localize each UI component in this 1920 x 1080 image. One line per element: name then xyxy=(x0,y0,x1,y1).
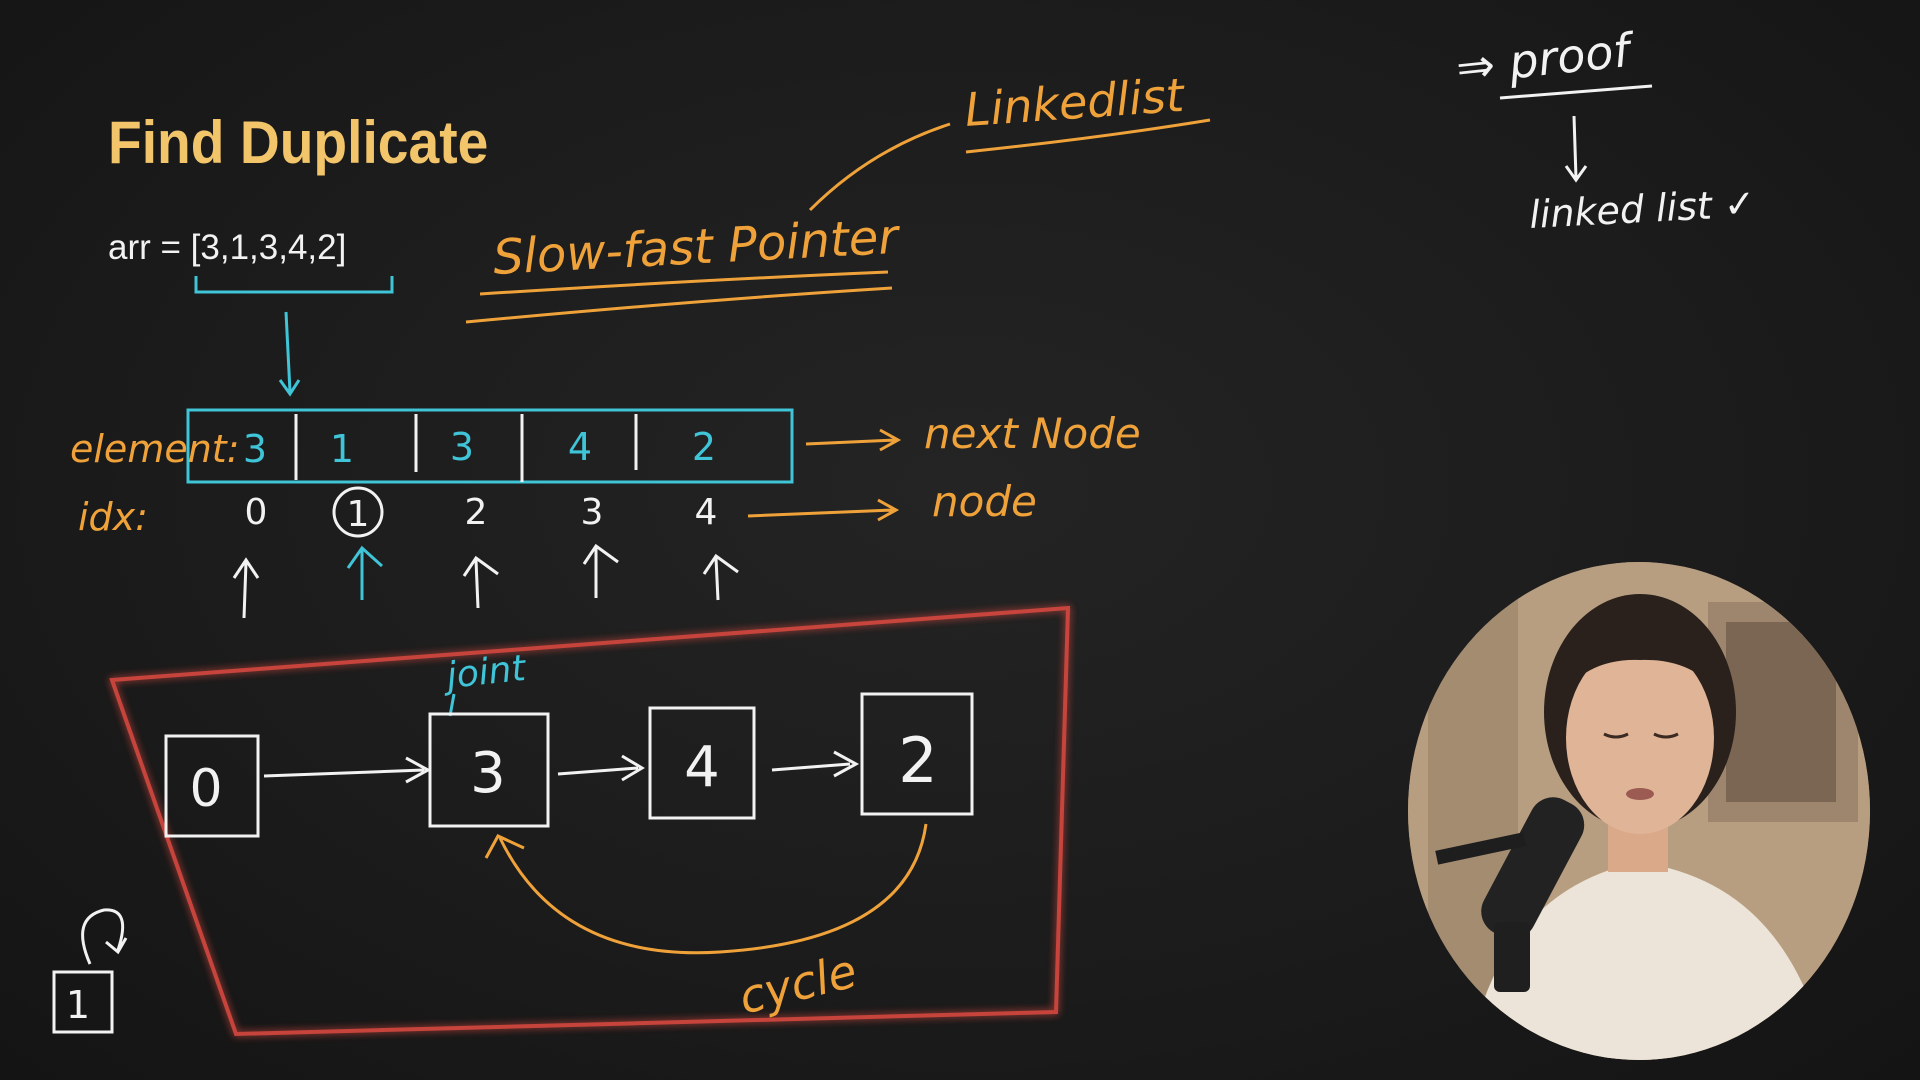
graph-node-label: 4 xyxy=(684,735,720,800)
edge-arrow xyxy=(771,750,860,778)
presenter-webcam xyxy=(1408,562,1870,1060)
cycle-edge xyxy=(484,823,928,955)
slow-fast-underline-1 xyxy=(479,270,889,296)
index-value: 1 xyxy=(347,494,370,535)
self-loop-arrow xyxy=(81,908,128,965)
joint-note: joint xyxy=(440,648,530,698)
page-title: Find Duplicate xyxy=(108,109,489,176)
array-cell: 4 xyxy=(568,425,592,469)
linked-list-connector xyxy=(808,122,951,212)
self-loop-node-label: 1 xyxy=(66,983,90,1027)
cycle-note: cycle xyxy=(734,944,862,1025)
graph-node-box xyxy=(860,692,974,816)
array-box xyxy=(186,408,794,484)
linked-list-underline xyxy=(965,118,1211,154)
index-value: 4 xyxy=(695,492,718,533)
array-cell: 3 xyxy=(243,427,267,471)
up-arrow xyxy=(232,557,260,619)
array-cell: 3 xyxy=(450,425,474,469)
next-node-arrow xyxy=(805,428,902,452)
proof-note: ⇒ proof xyxy=(1454,22,1638,94)
graph-node-box xyxy=(164,734,260,838)
node-arrow xyxy=(747,498,900,522)
graph-node-box xyxy=(648,706,756,820)
array-definition: arr = [3,1,3,4,2] xyxy=(108,228,347,267)
up-arrow xyxy=(582,543,619,598)
next-node-note: next Node xyxy=(924,409,1141,458)
brace-down-arrow xyxy=(278,311,301,397)
linked-list-outline xyxy=(109,605,1071,1037)
array-brace xyxy=(194,276,394,294)
up-arrow-highlighted xyxy=(346,545,384,600)
presenter-figure xyxy=(1408,562,1870,1060)
self-loop-node-box xyxy=(52,970,114,1034)
array-cell: 2 xyxy=(692,425,716,469)
up-arrow xyxy=(702,553,739,601)
up-arrow xyxy=(462,555,499,609)
element-label: element: xyxy=(70,427,240,471)
index-value: 2 xyxy=(465,492,488,533)
edge-arrow xyxy=(263,756,432,784)
index-highlight-circle xyxy=(332,486,384,538)
graph-node-label: 3 xyxy=(470,741,506,806)
index-value: 0 xyxy=(245,492,268,533)
linked-list-check-note: linked list ✓ xyxy=(1528,181,1757,237)
graph-node-label: 2 xyxy=(898,724,937,797)
idx-label: idx: xyxy=(78,495,148,539)
proof-underline xyxy=(1499,84,1653,100)
array-cell: 1 xyxy=(330,427,354,471)
proof-down-arrow xyxy=(1564,115,1588,183)
node-note: node xyxy=(932,477,1037,526)
graph-node-label: 0 xyxy=(189,759,222,819)
joint-pointer xyxy=(448,693,456,717)
index-value: 3 xyxy=(581,492,604,533)
slow-fast-underline-2 xyxy=(465,286,893,324)
edge-arrow xyxy=(557,754,645,782)
linked-list-note: Linkedlist xyxy=(963,68,1187,137)
